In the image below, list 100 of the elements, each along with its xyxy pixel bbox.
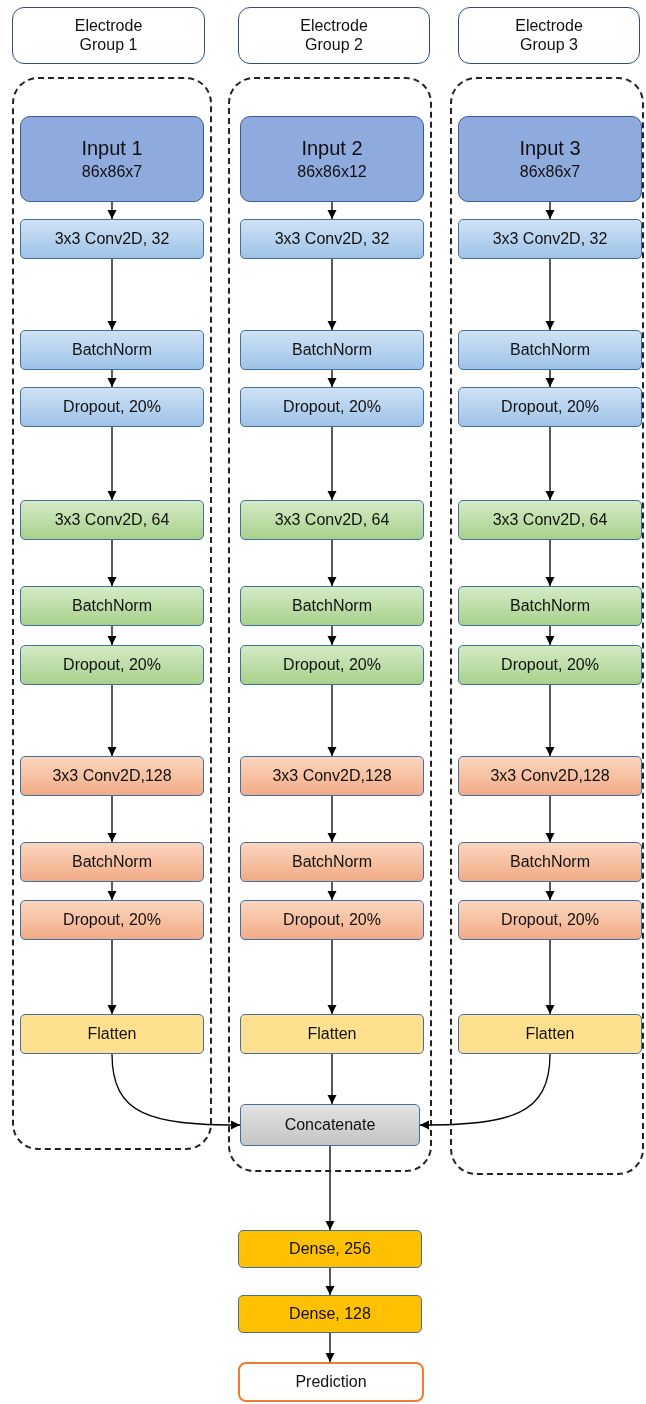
node-label: BatchNorm <box>72 852 152 872</box>
arrow <box>545 881 555 901</box>
node-label: BatchNorm <box>72 340 152 360</box>
arrow <box>325 1145 335 1231</box>
layer-box <box>20 387 204 427</box>
layer-box <box>20 900 204 940</box>
group-header-box <box>458 7 640 64</box>
input-layer-box <box>20 116 204 202</box>
layer-box <box>458 330 642 370</box>
layer-box <box>20 500 204 540</box>
arrow <box>327 426 337 501</box>
layer-box <box>458 500 642 540</box>
node-label: Flatten <box>525 1024 575 1044</box>
node-label: BatchNorm <box>510 852 590 872</box>
input-layer-box <box>458 116 642 202</box>
layer-box <box>458 842 642 882</box>
layer-box <box>240 387 424 427</box>
node-label: Dense, 256 <box>289 1239 371 1259</box>
node-label: Dense, 128 <box>289 1304 371 1324</box>
layer-box <box>20 586 204 626</box>
node-label: Prediction <box>295 1372 367 1392</box>
arrow <box>419 1053 551 1130</box>
dense-layer-box <box>238 1230 422 1268</box>
node-label: Dropout, 20% <box>283 655 381 675</box>
arrow <box>325 1267 335 1296</box>
layer-box <box>240 330 424 370</box>
dashed-group-frame <box>12 77 212 1150</box>
layer-box <box>20 330 204 370</box>
arrow <box>107 625 117 646</box>
arrow <box>545 684 555 757</box>
arrow <box>111 1053 241 1130</box>
node-label: 3x3 Conv2D, 32 <box>54 229 170 249</box>
node-sublabel: 86x86x7 <box>81 162 143 182</box>
group-header-box <box>12 7 205 64</box>
node-label: 3x3 Conv2D, 64 <box>274 510 390 530</box>
node-label: Dropout, 20% <box>501 655 599 675</box>
arrow <box>107 939 117 1015</box>
node-label: Electrode Group 1 <box>73 17 144 54</box>
node-label: Electrode Group 2 <box>299 17 369 54</box>
arrow <box>545 539 555 587</box>
node-sublabel: 86x86x12 <box>297 162 367 182</box>
layer-box <box>20 219 204 259</box>
layer-box <box>240 900 424 940</box>
node-label: Input 2 <box>301 136 363 160</box>
group-header-box <box>238 7 430 64</box>
node-label: 3x3 Conv2D,128 <box>490 766 610 786</box>
dashed-group-frame <box>450 77 644 1175</box>
arrow <box>327 539 337 587</box>
layer-box <box>458 387 642 427</box>
arrow <box>107 795 117 843</box>
arrow <box>327 684 337 757</box>
dense-layer-box <box>238 1295 422 1333</box>
arrow <box>325 1332 335 1363</box>
layer-box <box>20 645 204 685</box>
node-label: Concatenate <box>284 1115 376 1135</box>
arrow <box>545 795 555 843</box>
concatenate-box <box>240 1104 420 1146</box>
arrow <box>107 426 117 501</box>
node-label: BatchNorm <box>292 596 372 616</box>
arrow <box>327 625 337 646</box>
layer-box <box>240 586 424 626</box>
node-label: Dropout, 20% <box>283 910 381 930</box>
layer-box <box>240 219 424 259</box>
output-box <box>238 1362 424 1402</box>
arrow <box>107 201 117 220</box>
node-label: Dropout, 20% <box>63 655 161 675</box>
layer-box <box>240 500 424 540</box>
node-label: 3x3 Conv2D,128 <box>272 766 392 786</box>
node-sublabel: 86x86x7 <box>519 162 581 182</box>
layer-box <box>240 645 424 685</box>
arrow <box>545 258 555 331</box>
layer-box <box>458 586 642 626</box>
node-label: Flatten <box>87 1024 137 1044</box>
layer-box <box>240 842 424 882</box>
layer-box <box>458 900 642 940</box>
flatten-layer-box <box>240 1014 424 1054</box>
arrow <box>107 539 117 587</box>
node-label: Electrode Group 3 <box>514 17 584 54</box>
dashed-group-frame <box>228 77 432 1172</box>
node-label: Input 1 <box>81 136 143 160</box>
node-label: 3x3 Conv2D, 32 <box>274 229 390 249</box>
layer-box <box>240 756 424 796</box>
arrow <box>327 795 337 843</box>
layer-box <box>458 645 642 685</box>
node-label: 3x3 Conv2D, 64 <box>492 510 608 530</box>
node-label: BatchNorm <box>292 852 372 872</box>
layer-box <box>20 842 204 882</box>
node-label: BatchNorm <box>510 596 590 616</box>
flatten-layer-box <box>458 1014 642 1054</box>
node-label: 3x3 Conv2D, 32 <box>492 229 608 249</box>
arrow <box>327 258 337 331</box>
node-label: 3x3 Conv2D, 64 <box>54 510 170 530</box>
node-label: BatchNorm <box>72 596 152 616</box>
node-label: BatchNorm <box>510 340 590 360</box>
arrow <box>545 939 555 1015</box>
node-label: Dropout, 20% <box>63 910 161 930</box>
flatten-layer-box <box>20 1014 204 1054</box>
arrow <box>545 369 555 388</box>
arrow <box>327 939 337 1015</box>
arrow <box>107 684 117 757</box>
